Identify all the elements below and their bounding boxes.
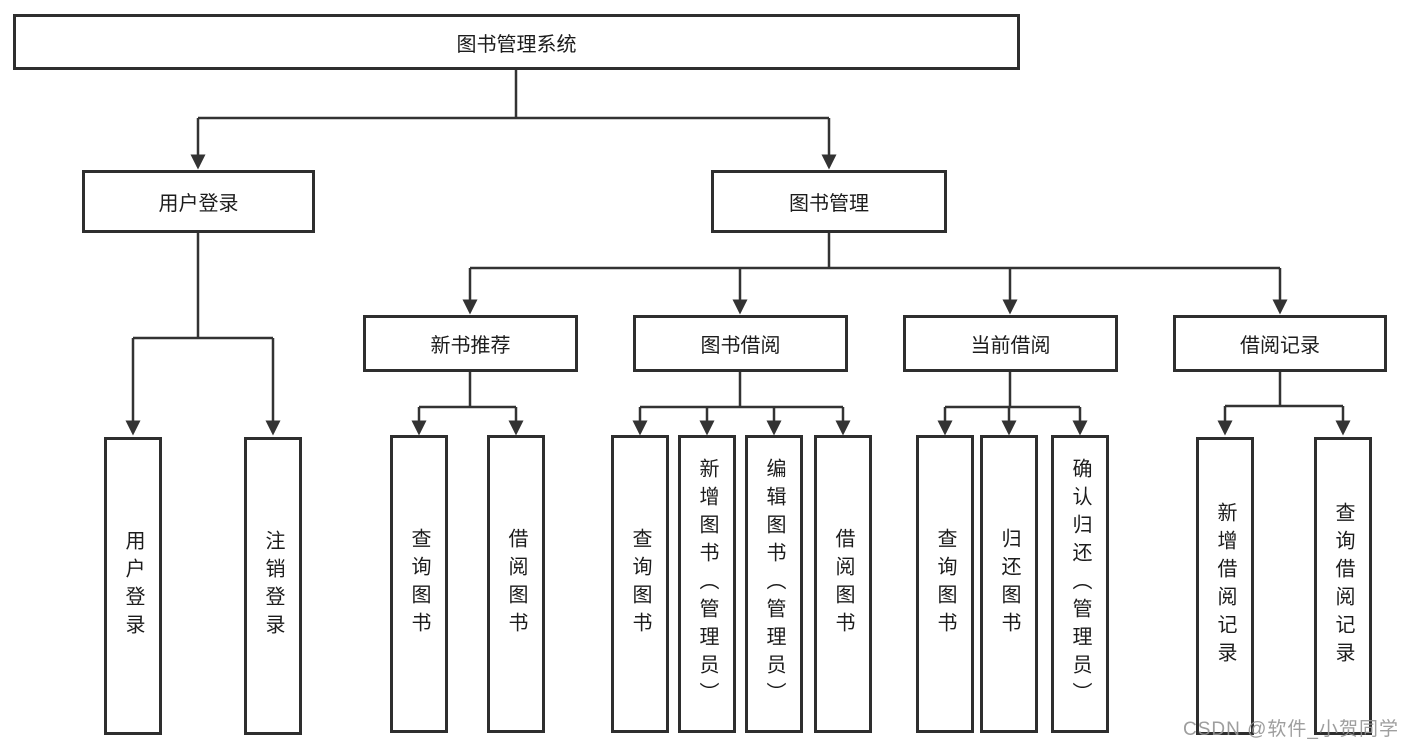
node-label: 当前借阅 bbox=[970, 335, 1051, 357]
leaf-label: 注销登录 bbox=[262, 530, 284, 642]
node-borrow-record: 借阅记录 bbox=[1173, 315, 1387, 372]
leaf-query-book: 查询图书 bbox=[611, 435, 669, 733]
node-label: 图书管理 bbox=[789, 193, 869, 215]
leaf-label: 查询图书 bbox=[629, 528, 651, 640]
leaf-add-borrow-record: 新增借阅记录 bbox=[1196, 437, 1254, 735]
leaf-label: 查询图书 bbox=[408, 528, 430, 640]
leaf-user-login: 用户登录 bbox=[104, 437, 162, 735]
leaf-edit-book-admin: 编辑图书（管理员） bbox=[745, 435, 803, 733]
node-root: 图书管理系统 bbox=[13, 14, 1020, 70]
leaf-query-book: 查询图书 bbox=[390, 435, 448, 733]
leaf-label: 借阅图书 bbox=[505, 528, 527, 640]
leaf-add-book-admin: 新增图书（管理员） bbox=[678, 435, 736, 733]
leaf-borrow-book: 借阅图书 bbox=[487, 435, 545, 733]
leaf-confirm-return-admin: 确认归还（管理员） bbox=[1051, 435, 1109, 733]
leaf-borrow-book: 借阅图书 bbox=[814, 435, 872, 733]
node-user-login: 用户登录 bbox=[82, 170, 315, 233]
leaf-query-borrow-record: 查询借阅记录 bbox=[1314, 437, 1372, 735]
leaf-label: 借阅图书 bbox=[832, 528, 854, 640]
node-label: 图书借阅 bbox=[700, 335, 781, 357]
node-label: 新书推荐 bbox=[430, 335, 511, 357]
node-book-borrow: 图书借阅 bbox=[633, 315, 848, 372]
node-label: 用户登录 bbox=[158, 193, 239, 215]
leaf-label: 新增图书（管理员） bbox=[696, 458, 718, 710]
leaf-query-book: 查询图书 bbox=[916, 435, 974, 733]
node-current-borrow: 当前借阅 bbox=[903, 315, 1118, 372]
leaf-return-book: 归还图书 bbox=[980, 435, 1038, 733]
leaf-label: 新增借阅记录 bbox=[1214, 502, 1236, 670]
leaf-label: 确认归还（管理员） bbox=[1069, 458, 1091, 710]
watermark: CSDN @软件_小贺同学 bbox=[1183, 719, 1399, 740]
leaf-label: 查询图书 bbox=[934, 528, 956, 640]
leaf-label: 用户登录 bbox=[122, 530, 144, 642]
leaf-label: 查询借阅记录 bbox=[1332, 502, 1354, 670]
leaf-label: 编辑图书（管理员） bbox=[763, 458, 785, 710]
leaf-label: 归还图书 bbox=[998, 528, 1020, 640]
node-label: 借阅记录 bbox=[1240, 335, 1320, 357]
node-root-label: 图书管理系统 bbox=[456, 33, 577, 56]
node-book-management: 图书管理 bbox=[711, 170, 947, 233]
leaf-logout: 注销登录 bbox=[244, 437, 302, 735]
node-new-book-recommend: 新书推荐 bbox=[363, 315, 578, 372]
